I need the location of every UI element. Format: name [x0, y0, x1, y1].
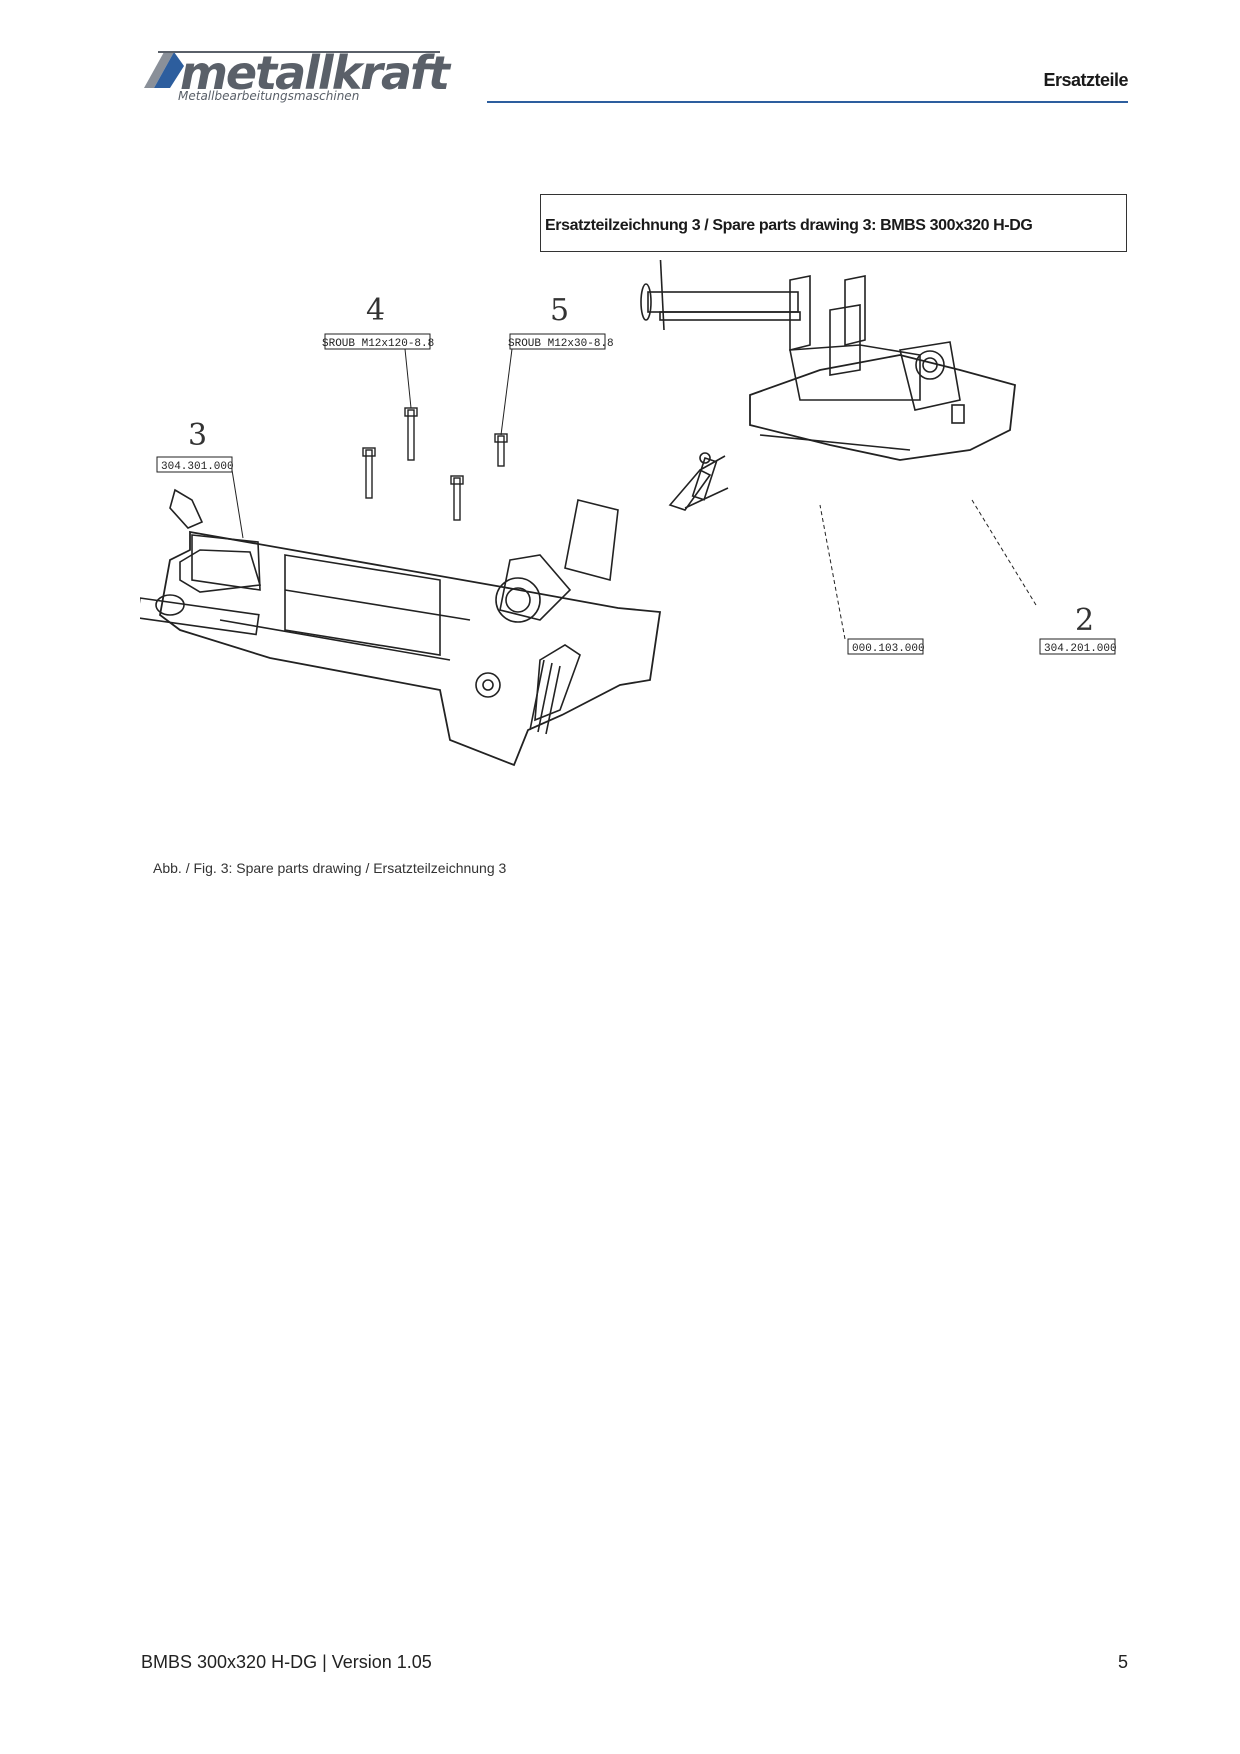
header-divider: [487, 101, 1128, 103]
section-title: Ersatzteile: [1043, 70, 1128, 90]
callout-5-label: SROUB M12x30-8.8: [508, 338, 614, 350]
callout-2-number: 2: [1075, 603, 1094, 638]
spare-parts-drawing: 4 SROUB M12x120-8.8 5 SROUB M12x30-8.8 3…: [140, 260, 1117, 767]
callout-4: 4 SROUB M12x120-8.8: [322, 293, 434, 409]
callout-2-label: 304.201.000: [1044, 643, 1117, 655]
callout-2: 2 304.201.000: [971, 499, 1117, 655]
footer-document-info: BMBS 300x320 H-DG | Version 1.05: [141, 1652, 432, 1672]
callout-3-label: 304.301.000: [161, 461, 234, 473]
drawing-title: Ersatzteilzeichnung 3 / Spare parts draw…: [545, 217, 1033, 234]
page-number: 5: [1117, 1652, 1128, 1672]
callout-4-number: 4: [366, 293, 385, 328]
brand-wordmark: metallkraft: [180, 46, 450, 100]
callout-5-number: 5: [550, 293, 569, 328]
callout-3: 3 304.301.000: [156, 418, 244, 539]
callout-000103: 000.103.000: [819, 504, 925, 655]
callout-4-label: SROUB M12x120-8.8: [322, 338, 434, 350]
bow-frame-assembly: [140, 488, 662, 767]
bolts: [362, 407, 508, 521]
vise-base-assembly: [640, 260, 1016, 511]
brand-logo: [144, 51, 440, 88]
callout-5: 5 SROUB M12x30-8.8: [500, 293, 614, 436]
callout-000103-label: 000.103.000: [852, 643, 925, 655]
callout-3-number: 3: [188, 418, 207, 453]
figure-caption: Abb. / Fig. 3: Spare parts drawing / Ers…: [153, 860, 507, 876]
brand-subtitle: Metallbearbeitungsmaschinen: [178, 89, 360, 103]
drawing-title-box: Ersatzteilzeichnung 3 / Spare parts draw…: [540, 194, 1127, 252]
